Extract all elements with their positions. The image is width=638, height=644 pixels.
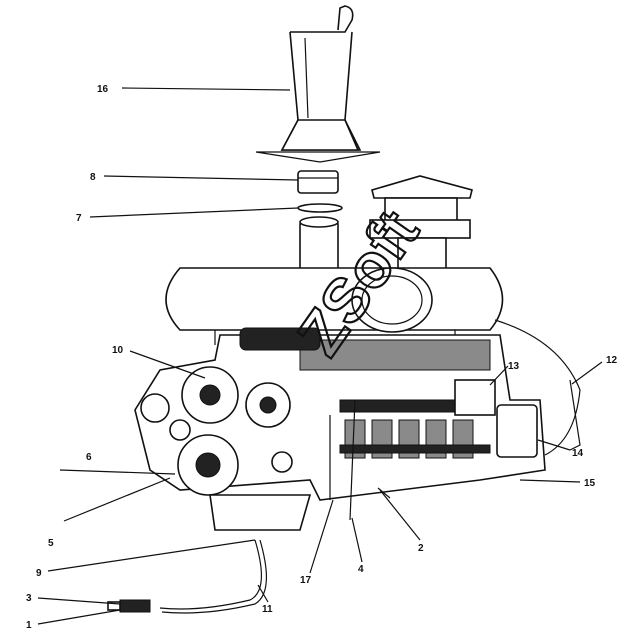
- callout-2: 2: [418, 543, 424, 554]
- drain-hose: [107, 539, 268, 614]
- callout-4: 4: [358, 564, 364, 575]
- callout-labels: 16 8 7 10 13 12 6 14 15 5 2 4 17 9 11 3 …: [26, 84, 618, 631]
- callout-10: 10: [112, 345, 124, 356]
- callout-14: 14: [572, 448, 584, 459]
- callout-5: 5: [48, 538, 54, 549]
- gasket-ring: [297, 203, 343, 213]
- callout-3: 3: [26, 593, 32, 604]
- muffler-cylinder: [165, 267, 504, 345]
- leader-lines: [37, 87, 603, 625]
- injector-rows: [339, 399, 491, 459]
- callout-9: 9: [36, 568, 42, 579]
- clamp: [297, 170, 339, 194]
- callout-15: 15: [584, 478, 596, 489]
- callout-17: 17: [300, 575, 312, 586]
- callout-8: 8: [90, 172, 96, 183]
- callout-13: 13: [508, 361, 520, 372]
- callout-1: 1: [26, 620, 32, 631]
- callout-6: 6: [86, 452, 92, 463]
- callout-11: 11: [262, 604, 273, 615]
- exhaust-stack: [255, 5, 381, 163]
- callout-7: 7: [76, 213, 82, 224]
- front-pulleys: [140, 366, 293, 496]
- engine-block: [134, 319, 581, 531]
- exhaust-outlet-pipe: [299, 216, 339, 281]
- harness-wire: [59, 469, 176, 475]
- callout-16: 16: [97, 84, 109, 95]
- callout-12: 12: [606, 355, 618, 366]
